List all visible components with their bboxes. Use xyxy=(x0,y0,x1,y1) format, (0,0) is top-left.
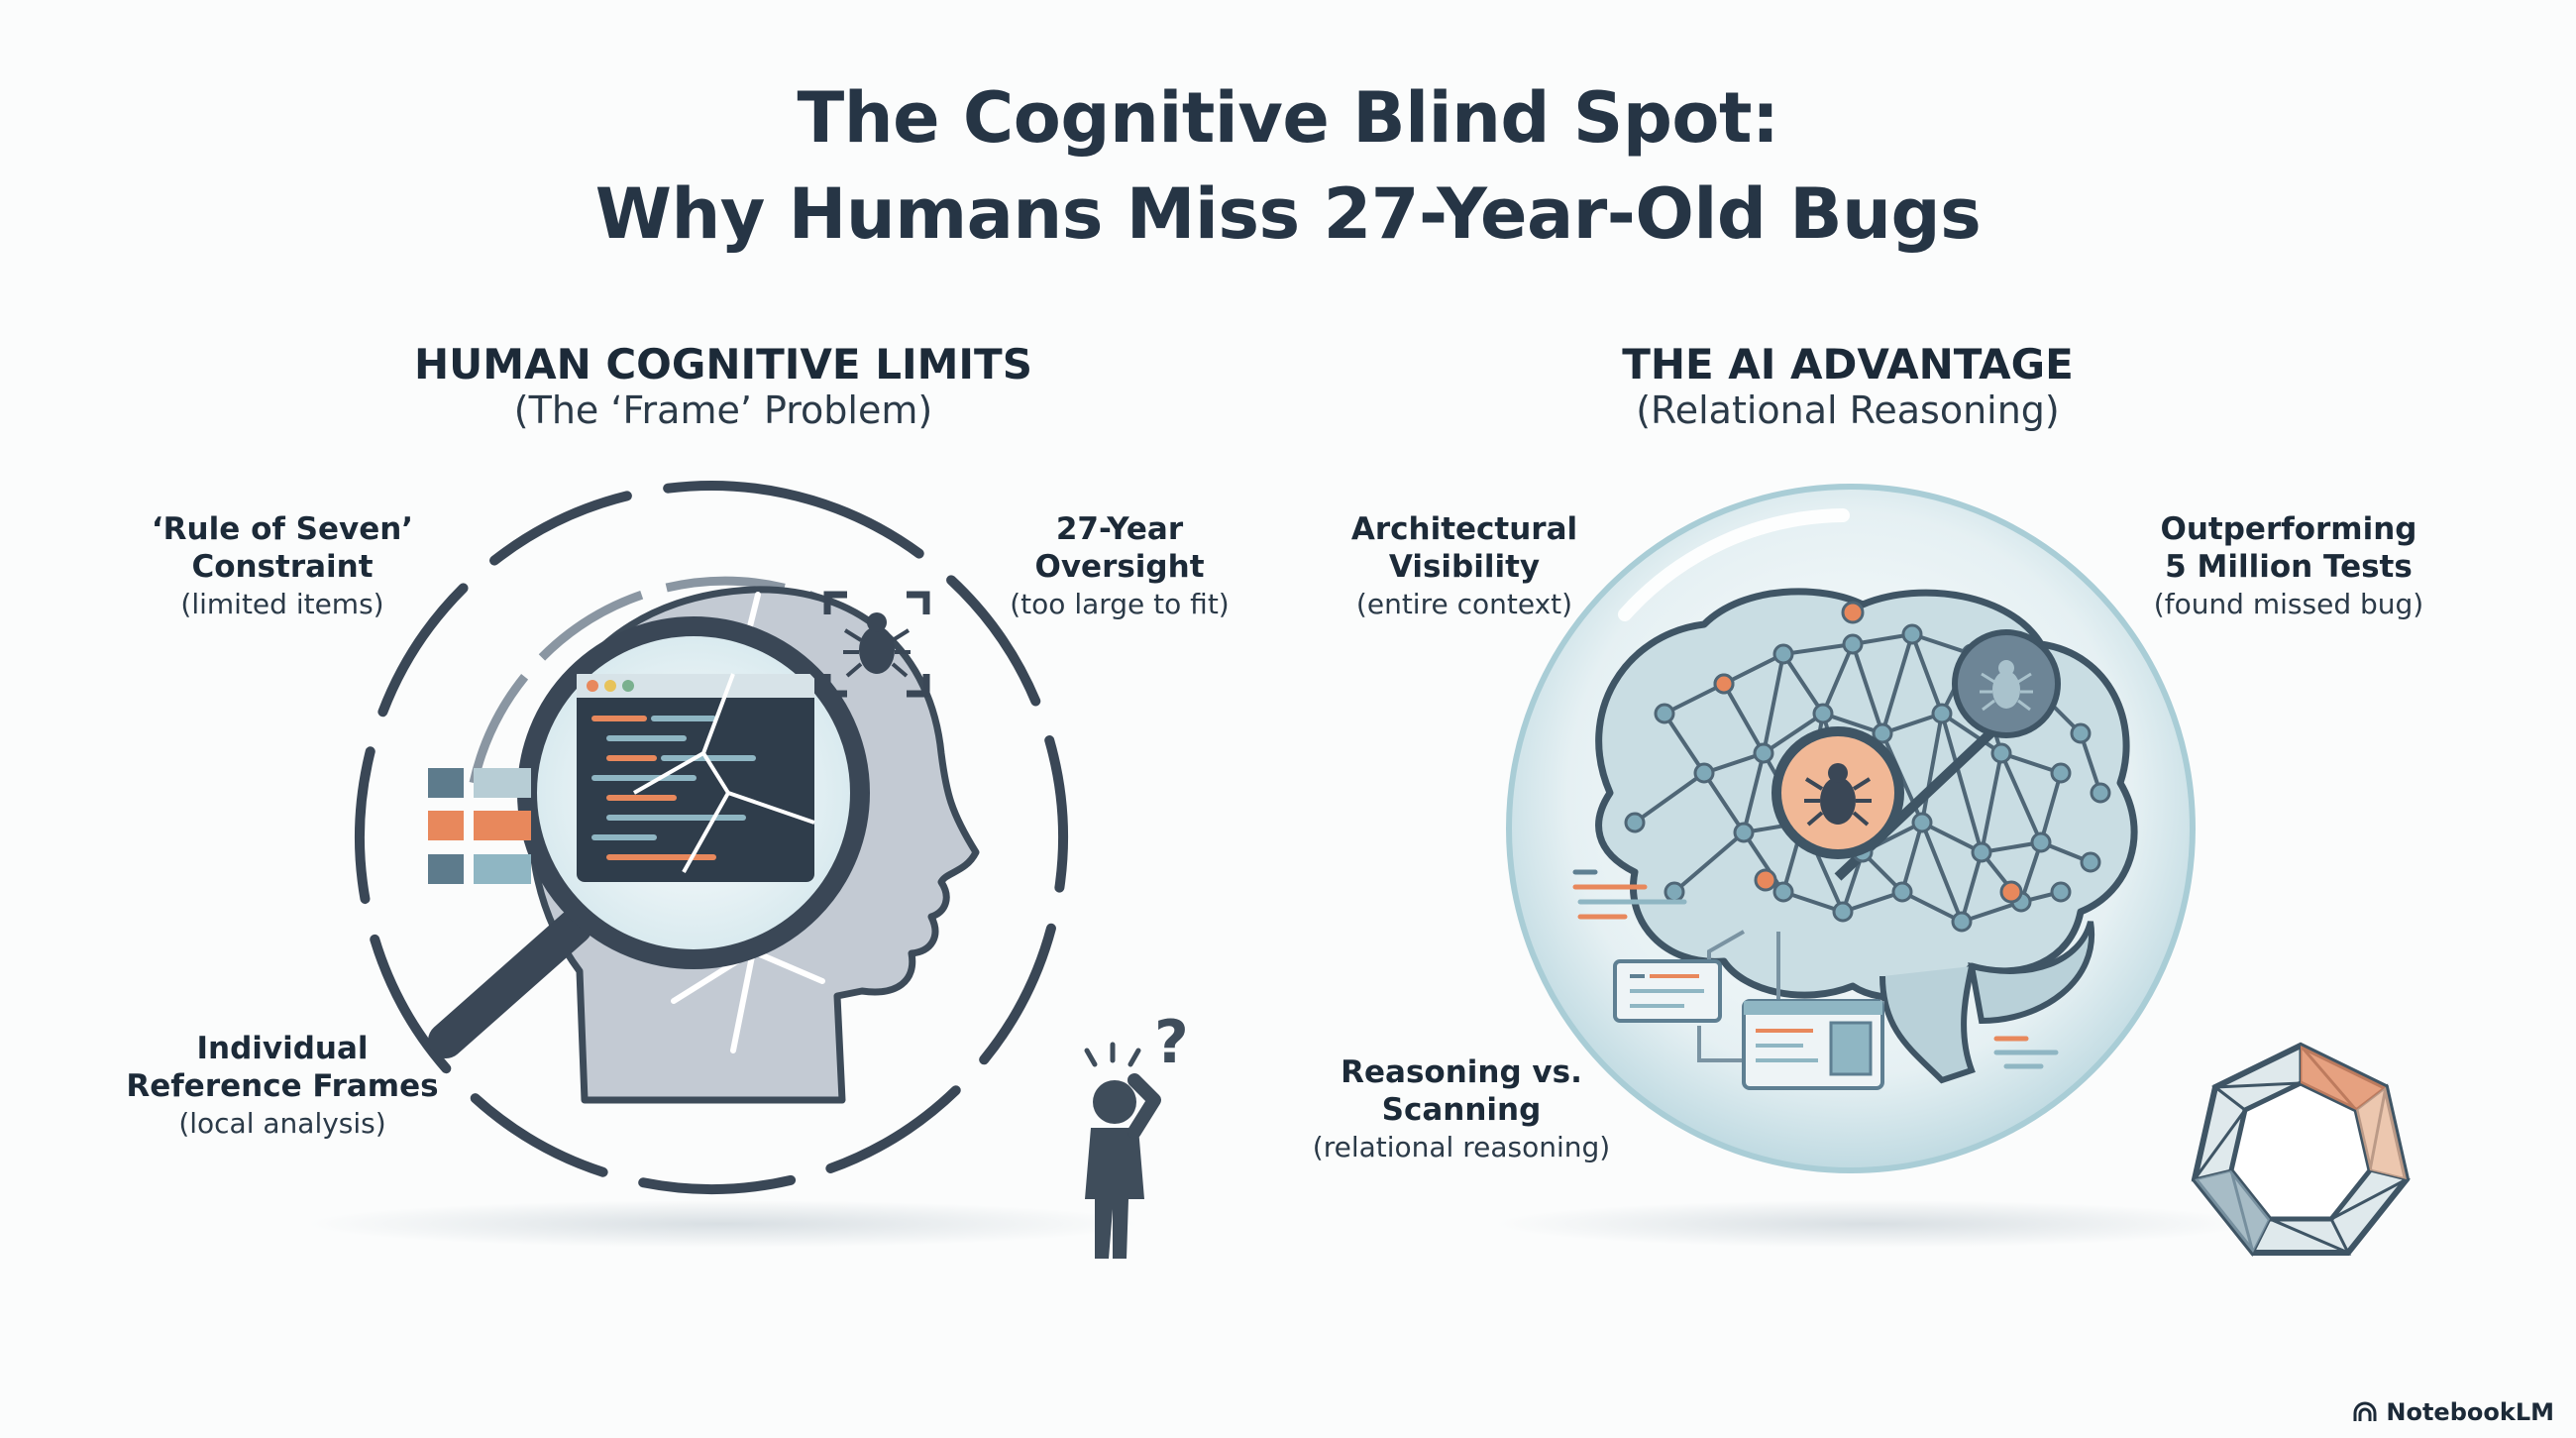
right-heading: THE AI ADVANTAGE xyxy=(1622,340,2074,388)
sphere-highlight xyxy=(1618,508,1850,621)
memory-slots-icon xyxy=(428,768,531,884)
label-bold: ‘Rule of Seven’ xyxy=(151,511,414,547)
svg-text:?: ? xyxy=(1154,1008,1189,1077)
notebooklm-brand: NotebookLM xyxy=(2352,1398,2554,1426)
label-rule-of-seven: ‘Rule of Seven’ Constraint (limited item… xyxy=(74,510,490,623)
label-sub: (entire context) xyxy=(1355,588,1573,620)
right-subheading: (Relational Reasoning) xyxy=(1636,388,2060,432)
label-27-year-oversight: 27-Year Oversight (too large to fit) xyxy=(912,510,1328,623)
frame-ring xyxy=(354,480,1068,1194)
code-snippet-right xyxy=(1993,1036,2059,1069)
brain-stem xyxy=(1879,965,1976,1084)
magnifier-handle xyxy=(428,909,592,1058)
bug-target-icon xyxy=(823,591,930,698)
label-bold: Outperforming xyxy=(2160,511,2417,547)
label-sub: (local analysis) xyxy=(178,1107,386,1140)
missed-bug-icon xyxy=(1952,629,2061,738)
label-sub: (limited items) xyxy=(180,588,384,620)
label-bold-2: Reference Frames xyxy=(126,1068,439,1104)
cerebellum xyxy=(1968,921,2095,1025)
accent-nodes xyxy=(1713,601,2023,904)
left-ground-shadow xyxy=(307,1200,1139,1248)
page-title-line-2: Why Humans Miss 27-Year-Old Bugs xyxy=(594,173,1982,255)
confused-person-icon: ? xyxy=(1084,1008,1189,1259)
label-bold-2: Visibility xyxy=(1388,549,1541,585)
label-reasoning-vs-scanning: Reasoning vs. Scanning (relational reaso… xyxy=(1253,1053,1669,1166)
right-ground-shadow xyxy=(1496,1200,2249,1248)
inner-arc xyxy=(469,576,855,784)
label-bold-2: Scanning xyxy=(1381,1092,1542,1128)
left-subheading: (The ‘Frame’ Problem) xyxy=(513,388,933,432)
label-bold-2: Constraint xyxy=(191,549,374,585)
label-architectural-visibility: Architectural Visibility (entire context… xyxy=(1256,510,1672,623)
label-sub: (found missed bug) xyxy=(2153,588,2424,620)
label-bold-2: 5 Million Tests xyxy=(2165,549,2413,585)
label-bold: Reasoning vs. xyxy=(1341,1054,1582,1090)
notebooklm-logo-icon xyxy=(2353,1401,2377,1421)
label-outperforming-tests: Outperforming 5 Million Tests (found mis… xyxy=(2081,510,2497,623)
brand-name: NotebookLM xyxy=(2386,1398,2554,1426)
label-bold: Architectural xyxy=(1350,511,1578,547)
page-title-line-1: The Cognitive Blind Spot: xyxy=(797,77,1779,159)
code-snippet-left xyxy=(1572,869,1687,920)
label-bold-2: Oversight xyxy=(1034,549,1205,585)
label-sub: (too large to fit) xyxy=(1010,588,1230,620)
relational-ring-icon xyxy=(2191,1042,2412,1258)
code-window-1 xyxy=(1613,959,1722,1023)
label-bold: 27-Year xyxy=(1055,511,1184,547)
code-window-2 xyxy=(1742,999,1884,1090)
label-bold: Individual xyxy=(196,1031,369,1066)
label-reference-frames: Individual Reference Frames (local analy… xyxy=(74,1030,490,1143)
left-heading: HUMAN COGNITIVE LIMITS xyxy=(414,340,1032,388)
found-bug-icon xyxy=(1771,726,1904,859)
label-sub: (relational reasoning) xyxy=(1312,1131,1611,1163)
